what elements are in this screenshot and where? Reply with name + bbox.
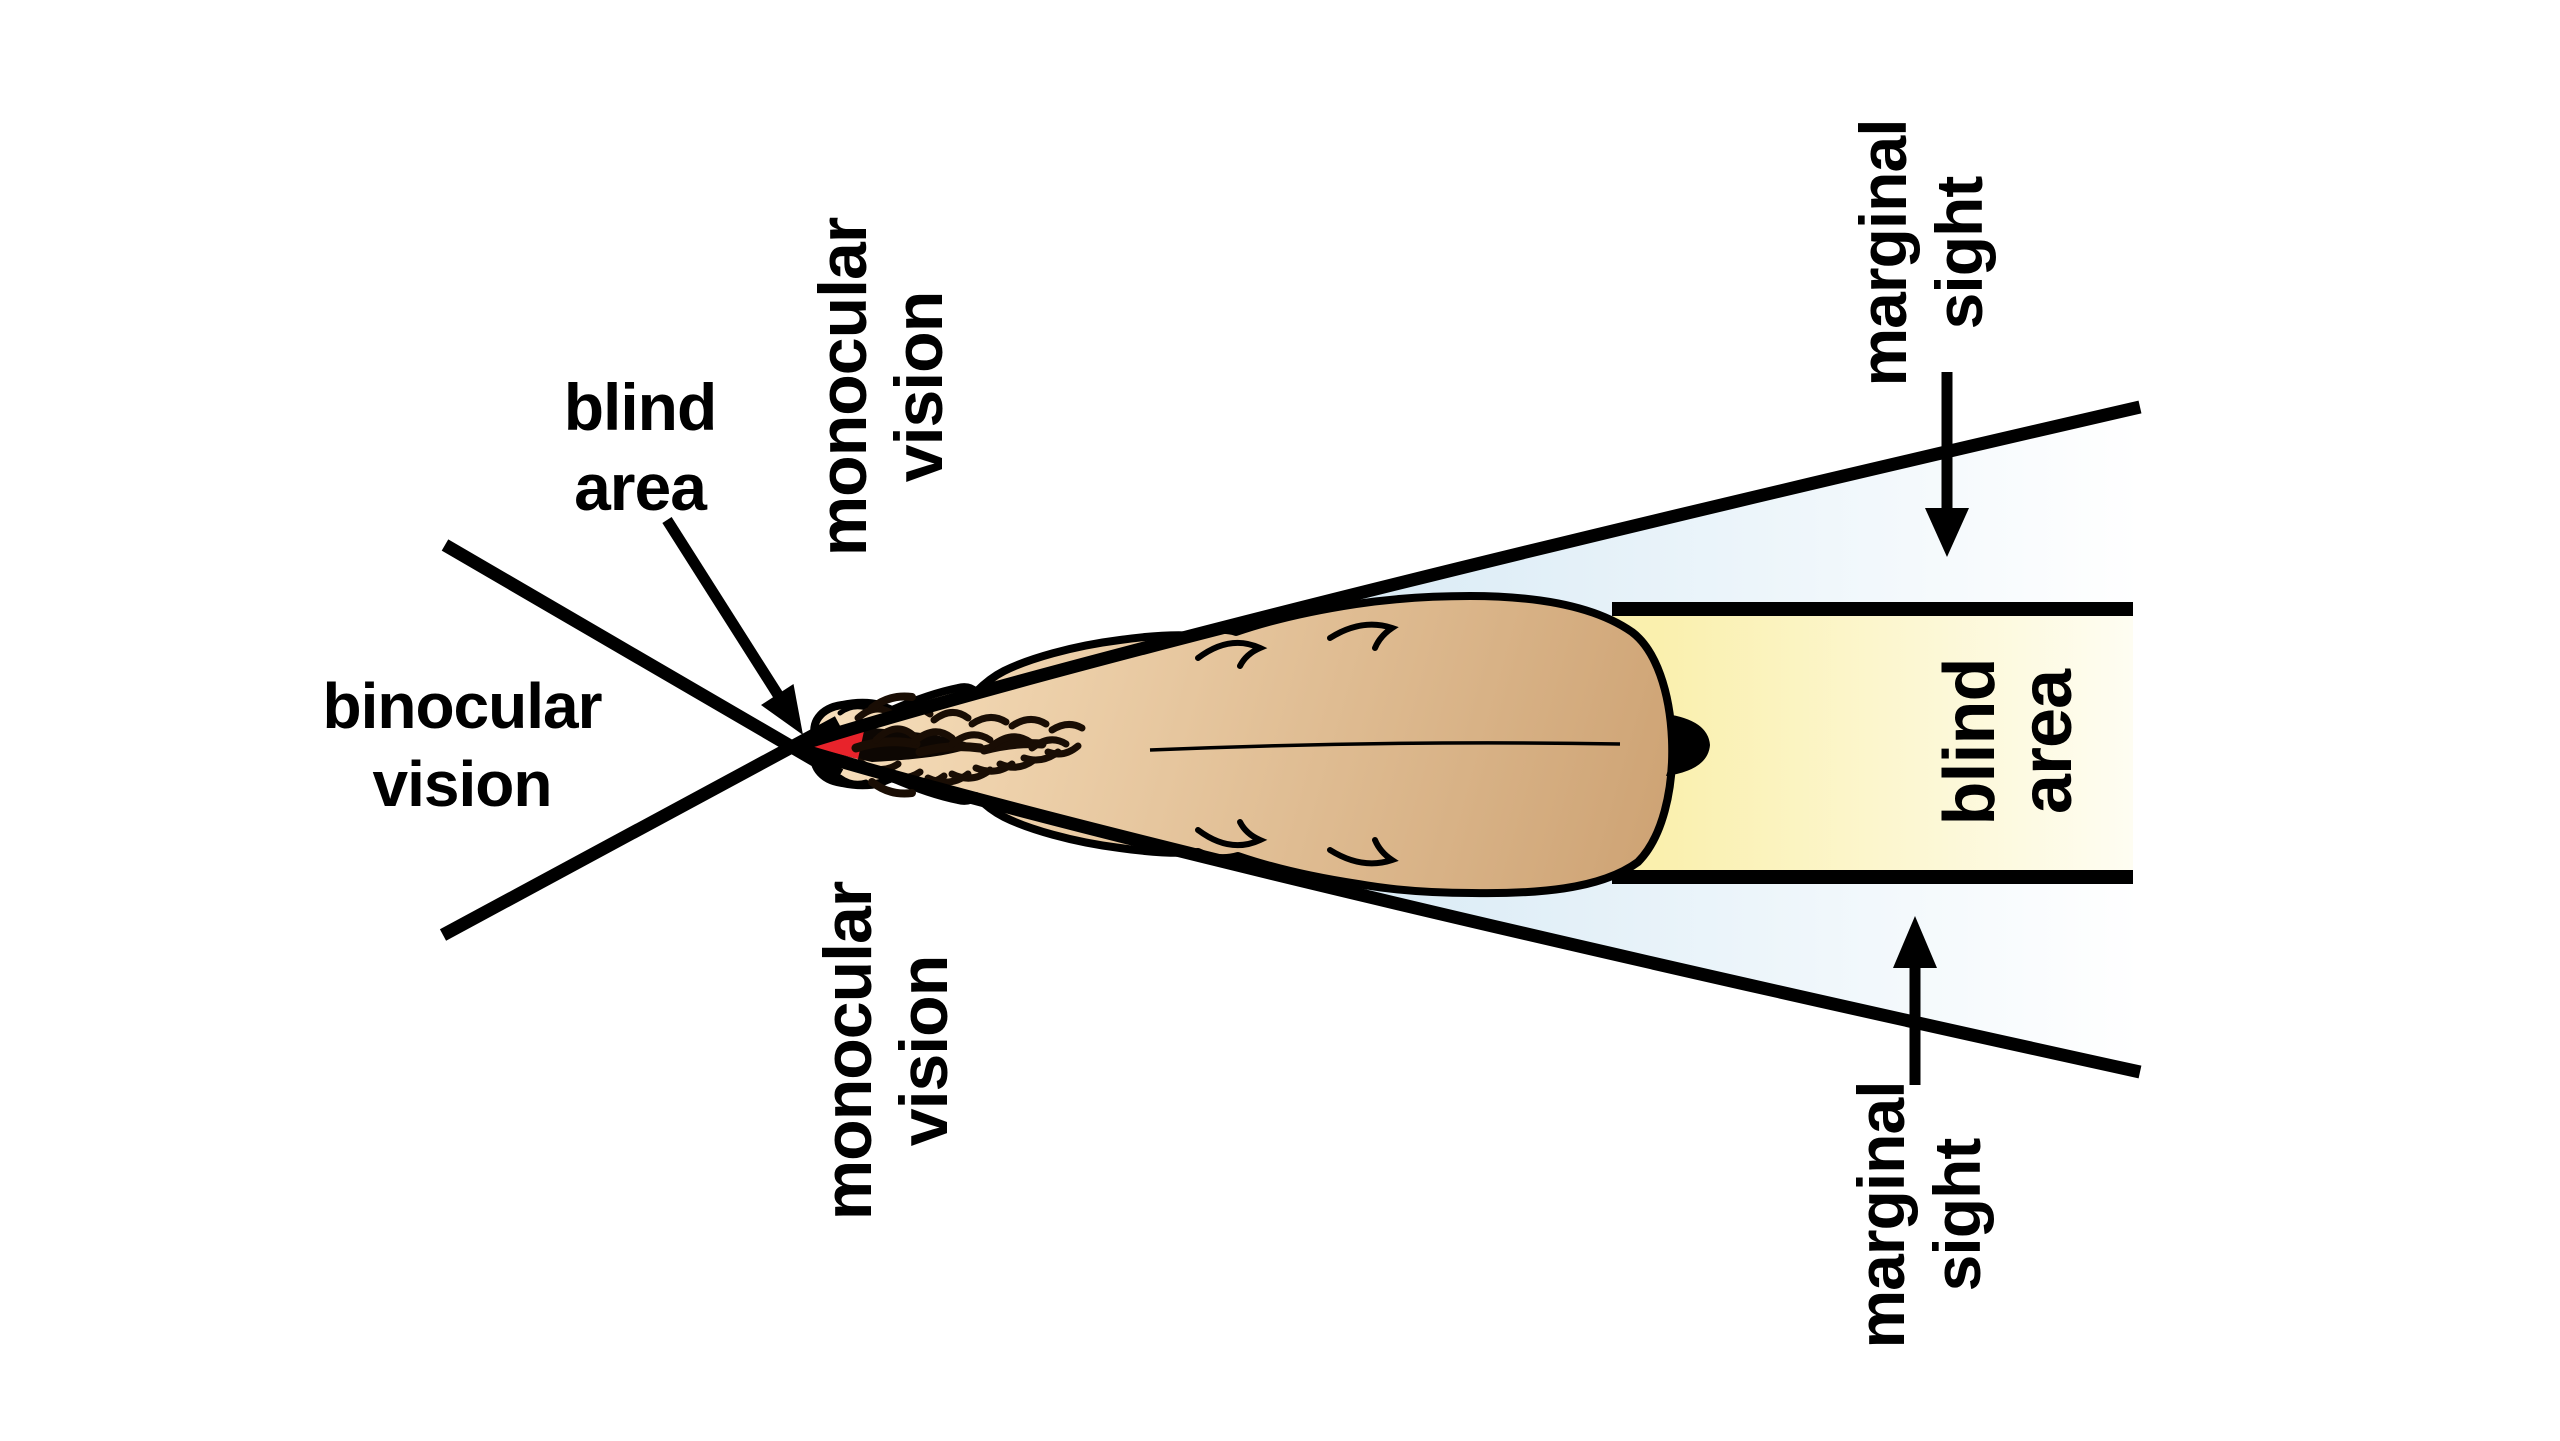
label-marginal-bottom-line1: marginal: [1844, 1081, 1918, 1348]
label-blind-area-rear-line2: area: [2007, 668, 2087, 814]
monocular-boundary-bottom-line: [790, 740, 2142, 1079]
label-blind-area-rear-line1: blind: [1930, 659, 2010, 826]
binocular-boundary-upper-line: [441, 539, 844, 781]
label-blind-area-pointer-line1: blind: [564, 370, 717, 444]
label-monocular-vision-bottom: monocular vision: [810, 881, 962, 1220]
horse-spine-line: [1149, 741, 1621, 752]
field-boundary-lines: [439, 400, 2142, 1079]
label-blind-area-pointer: blind area: [564, 370, 718, 524]
binocular-boundary-lower-line: [439, 716, 842, 941]
label-monocular-top-line2: vision: [881, 292, 957, 483]
marginal-sight-arrow-down-icon: [1925, 372, 1969, 557]
label-marginal-top-line2: sight: [1922, 176, 1996, 330]
horse-tail: [1666, 714, 1710, 776]
horse-mouth-red-mark: [804, 731, 864, 759]
label-monocular-vision-top: monocular vision: [805, 217, 957, 556]
label-marginal-sight-top: marginal sight: [1846, 119, 1996, 386]
label-monocular-bottom-line2: vision: [886, 956, 962, 1147]
label-binocular-vision: binocular vision: [322, 670, 602, 820]
label-blind-area-pointer-line2: area: [574, 450, 708, 524]
label-marginal-top-line1: marginal: [1846, 119, 1920, 386]
label-binocular-vision-line1: binocular: [322, 670, 601, 742]
label-marginal-sight-bottom: marginal sight: [1844, 1081, 1994, 1348]
blind-area-pointer-arrow-icon: [662, 517, 803, 735]
label-monocular-top-line1: monocular: [805, 217, 881, 556]
blind-band-top-line: [1612, 602, 2133, 616]
blind-band-bottom-line: [1612, 870, 2133, 884]
horse-body-curl-marks: [1195, 621, 1399, 867]
horse-illustration: [800, 592, 1710, 898]
label-blind-area-rear: blind area: [1930, 659, 2087, 826]
horse-nostrils: [837, 704, 869, 786]
label-marginal-bottom-line2: sight: [1920, 1138, 1994, 1292]
label-monocular-bottom-line1: monocular: [810, 881, 886, 1220]
monocular-boundary-top-line: [790, 400, 2142, 754]
label-binocular-vision-line2: vision: [373, 748, 552, 820]
marginal-sight-arrow-up-icon: [1893, 916, 1937, 1085]
